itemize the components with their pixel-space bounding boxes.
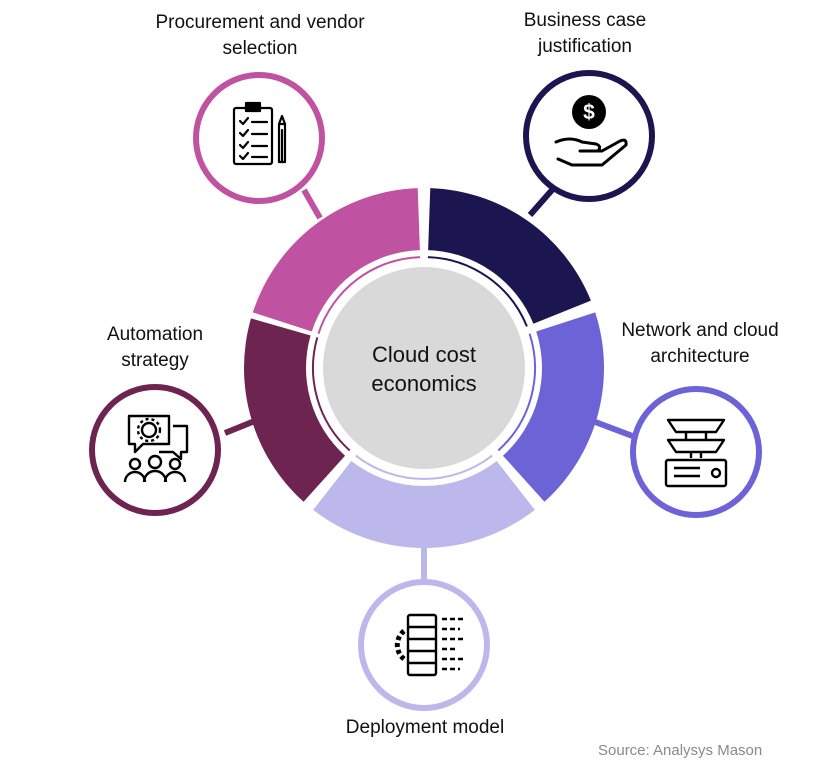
inner-ring-arc-automation <box>312 337 351 452</box>
label-network-line2: architecture <box>650 346 750 367</box>
label-network-line1: Network and cloud <box>621 320 779 341</box>
center-label-line2: economics <box>371 371 477 396</box>
ring-segment-automation <box>244 318 346 502</box>
connector-network <box>588 417 637 440</box>
node-circle-automation <box>89 384 221 516</box>
center-label-line1: Cloud cost <box>372 342 476 367</box>
label-deployment: Deployment model <box>320 715 530 741</box>
center-disc <box>323 267 525 469</box>
label-network: Network and cloud architecture <box>600 318 800 370</box>
inner-ring-arc-procurement <box>317 256 421 335</box>
dollar-in-hand-icon: $ <box>554 95 628 167</box>
team-gear-chat-icon <box>123 414 189 483</box>
inner-ring-arc-network <box>497 333 536 452</box>
label-procurement-line2: selection <box>222 38 298 59</box>
ring-segment-deployment <box>313 460 535 549</box>
server-gear-icon <box>394 613 466 677</box>
inner-ring-arc-deployment <box>355 454 493 480</box>
label-automation: Automation strategy <box>75 322 235 374</box>
center-label: Cloud cost economics <box>324 340 524 398</box>
node-circle-deployment <box>358 579 490 711</box>
label-business-line1: Business case <box>523 10 647 31</box>
node-circle-business <box>523 70 655 202</box>
label-procurement-line1: Procurement and vendor <box>155 12 365 33</box>
ring <box>244 188 604 549</box>
label-procurement: Procurement and vendor selection <box>125 10 395 62</box>
label-business-line2: justification <box>538 36 632 57</box>
inner-ring <box>312 256 536 480</box>
connector-business <box>527 188 555 217</box>
svg-text:$: $ <box>583 101 595 124</box>
network-stack-icon <box>664 418 728 488</box>
ring-segment-network <box>502 312 604 502</box>
label-deployment-line1: Deployment model <box>345 717 505 738</box>
label-automation-line1: Automation <box>106 324 204 345</box>
label-business: Business case justification <box>480 8 690 60</box>
connector-procurement <box>301 188 323 220</box>
inner-ring-arc-business <box>427 256 528 327</box>
source-note: Source: Analysys Mason <box>598 742 763 759</box>
label-automation-line2: strategy <box>121 350 189 371</box>
ring-segment-business <box>428 188 591 324</box>
clipboard-checklist-icon <box>232 101 287 166</box>
ring-segment-procurement <box>252 188 420 332</box>
